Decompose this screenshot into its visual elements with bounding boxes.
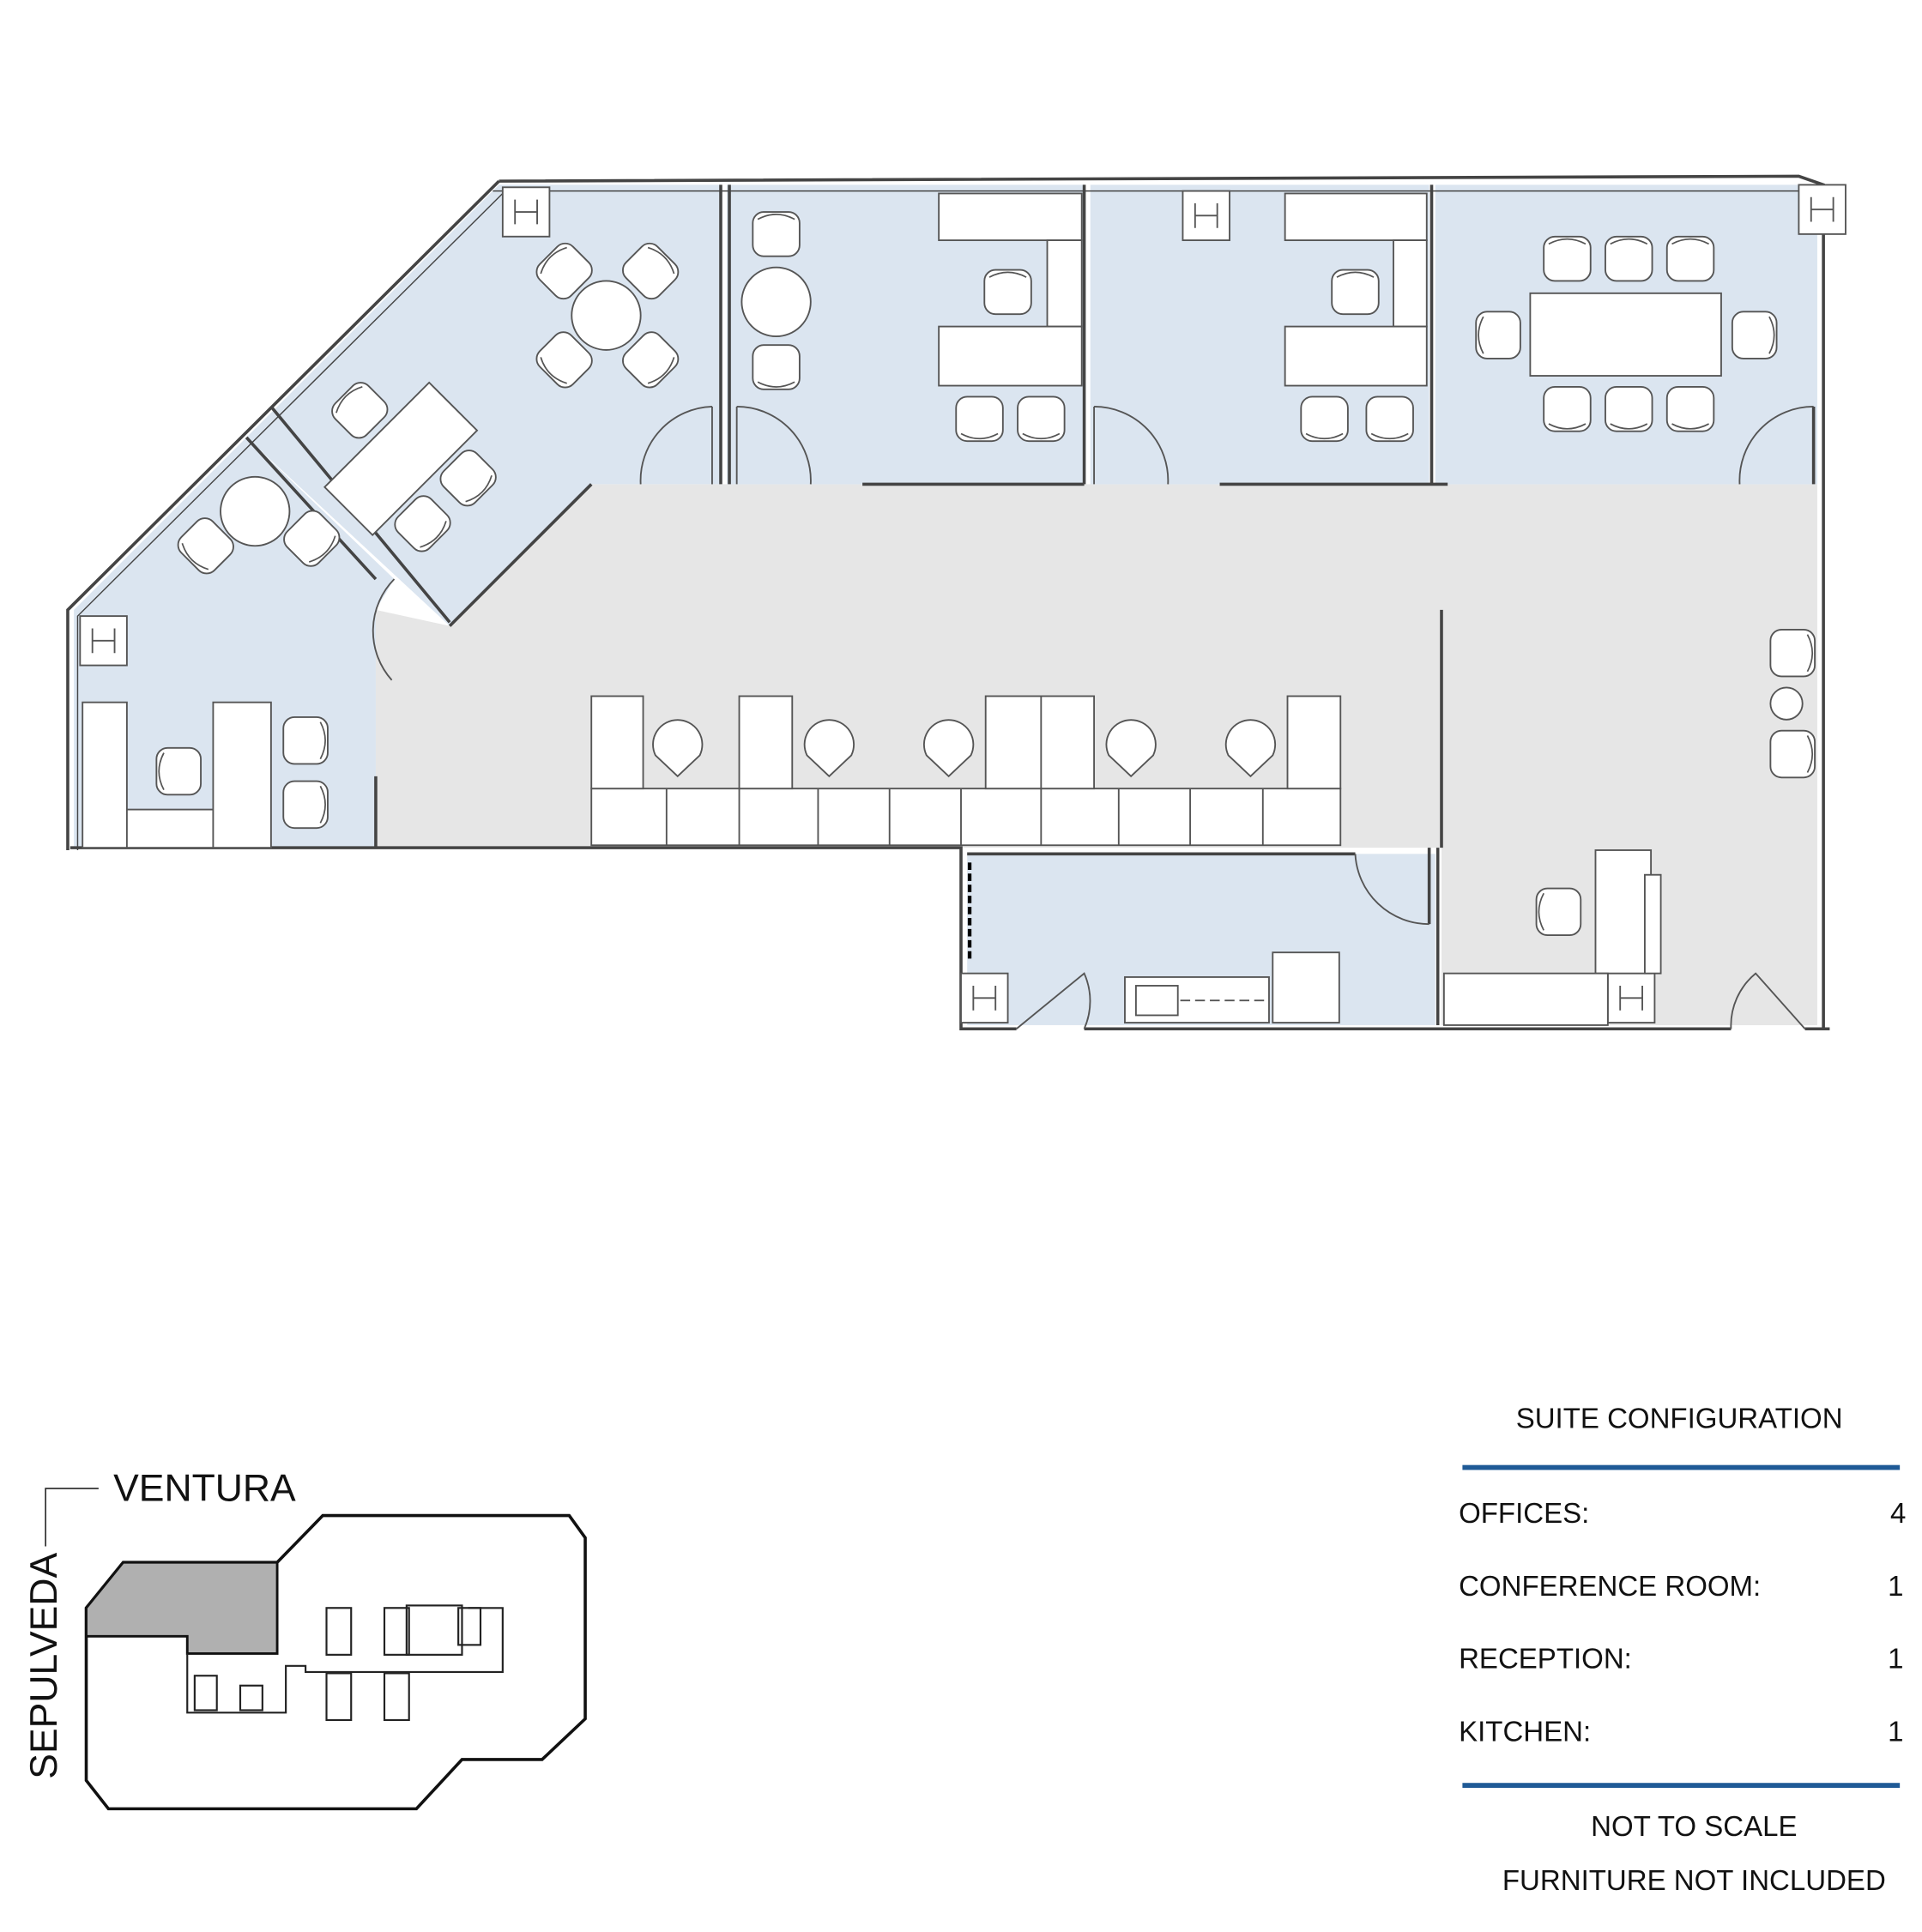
round-table	[740, 266, 812, 338]
chair-icon	[955, 395, 1004, 443]
desk	[212, 701, 272, 849]
chair-icon	[1731, 311, 1778, 359]
task-chair-icon	[652, 719, 704, 778]
street-leader-line	[45, 1488, 99, 1547]
desk	[1284, 325, 1428, 387]
exterior-wall-bottom	[70, 846, 1017, 1031]
desk	[1393, 239, 1428, 328]
sink-icon	[1134, 985, 1179, 1017]
chair-icon	[1769, 628, 1816, 678]
legend-value-reception: 1	[1888, 1643, 1903, 1675]
legend-label-kitchen: KITCHEN:	[1459, 1715, 1591, 1747]
chair-icon	[1543, 235, 1592, 282]
furniture	[82, 192, 1816, 1026]
chair-icon	[1665, 386, 1715, 432]
corridor-area	[375, 484, 1817, 1025]
chair-icon	[177, 517, 234, 575]
workstation-panel	[738, 695, 794, 790]
key-plan-core	[186, 1604, 504, 1722]
chair-icon	[1300, 395, 1349, 443]
street-label-ventura: VENTURA	[113, 1467, 296, 1509]
desk	[938, 325, 1083, 387]
legend-label-reception: RECEPTION:	[1459, 1643, 1632, 1675]
chair-icon	[283, 510, 341, 567]
legend-divider	[1462, 1464, 1901, 1470]
round-table	[571, 280, 642, 351]
suite-floor-plan	[66, 174, 1846, 1031]
note-furniture-not-included: FURNITURE NOT INCLUDED	[1502, 1864, 1886, 1896]
column-icon	[1182, 190, 1230, 241]
legend-title: SUITE CONFIGURATION	[1516, 1403, 1843, 1434]
conference-table	[1529, 292, 1722, 377]
chair-icon	[1605, 386, 1653, 432]
chair-icon	[331, 382, 389, 439]
key-plan: VENTURA SEPULVEDA	[23, 1467, 587, 1811]
chair-icon	[1769, 729, 1816, 779]
desk	[82, 701, 128, 849]
desk	[125, 808, 215, 849]
chair-icon	[752, 344, 801, 390]
chair-icon	[1605, 235, 1653, 282]
chair-icon	[282, 715, 329, 765]
legend-label-conference-room: CONFERENCE ROOM:	[1459, 1570, 1761, 1602]
chair-icon	[622, 331, 680, 389]
legend-label-offices: OFFICES:	[1459, 1497, 1589, 1529]
legend-value-offices: 4	[1890, 1497, 1906, 1529]
workstation-panel	[1286, 695, 1342, 790]
workstation-panel	[590, 788, 1342, 847]
desk	[938, 192, 1083, 241]
column-icon	[960, 972, 1009, 1023]
chair-icon	[1665, 235, 1715, 282]
reception-desk-return	[1643, 873, 1662, 975]
chair-icon	[282, 780, 329, 830]
reception-desk	[1594, 849, 1653, 975]
suite-configuration-legend: SUITE CONFIGURATION OFFICES: 4 CONFERENC…	[1459, 1403, 1906, 1897]
chair-icon	[1535, 887, 1582, 937]
task-chair-icon	[1105, 719, 1157, 778]
column-icon	[1606, 972, 1656, 1023]
side-table	[1769, 686, 1804, 721]
key-plan-suite-highlight	[85, 1561, 279, 1655]
column-icon	[501, 186, 551, 238]
workstation-panel	[984, 695, 1096, 790]
chair-icon	[394, 495, 451, 552]
round-table	[220, 475, 291, 547]
note-not-to-scale: NOT TO SCALE	[1591, 1810, 1797, 1842]
chair-icon	[622, 242, 680, 300]
chair-icon	[1475, 311, 1521, 359]
chair-icon	[983, 269, 1032, 316]
workstation-panel	[590, 695, 644, 790]
chair-icon	[1543, 386, 1592, 432]
window-wall-diagonal	[66, 179, 500, 850]
desk	[1284, 192, 1428, 241]
refrigerator	[1272, 951, 1340, 1023]
legend-value-kitchen: 1	[1888, 1715, 1903, 1747]
column-icon	[1798, 184, 1846, 235]
street-label-sepulveda: SEPULVEDA	[23, 1553, 65, 1779]
task-chair-icon	[1224, 719, 1277, 778]
chair-icon	[1331, 269, 1380, 316]
window-wall-diagonal-inner	[76, 190, 506, 850]
building-columns	[79, 184, 1846, 1023]
chair-icon	[752, 211, 801, 257]
desk	[1046, 239, 1083, 328]
chair-icon	[439, 450, 497, 507]
counter	[1442, 972, 1609, 1026]
chair-icon	[1365, 395, 1414, 443]
column-icon	[79, 615, 128, 667]
workstation-dividers	[665, 696, 1264, 846]
chair-icon	[155, 746, 202, 796]
task-chair-icon	[803, 719, 855, 778]
task-chair-icon	[922, 719, 975, 778]
key-plan-outline	[84, 1513, 587, 1811]
legend-value-conference-room: 1	[1888, 1570, 1903, 1602]
chair-icon	[535, 331, 593, 389]
desk	[323, 381, 479, 536]
legend-divider	[1462, 1783, 1901, 1788]
doors	[372, 406, 1814, 1029]
chair-icon	[535, 242, 593, 300]
chair-icon	[1017, 395, 1066, 443]
